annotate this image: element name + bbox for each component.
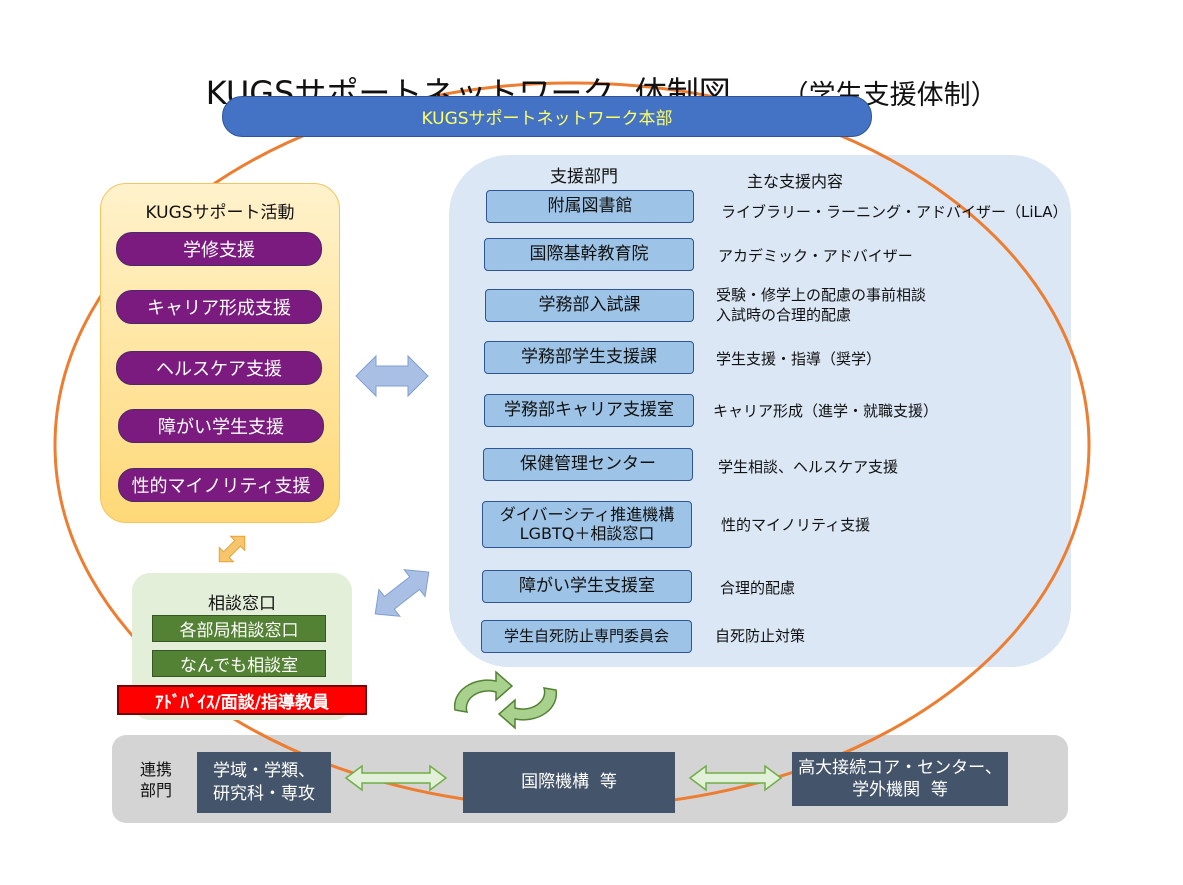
dept-diversity: ダイバーシティ推進機構 LGBTQ＋相談窓口 — [482, 501, 692, 548]
collaboration-label: 連携 部門 — [139, 760, 172, 800]
dept-student-support-content: 学生支援・指導（奨学） — [716, 350, 882, 368]
consultation-title: 相談窓口 — [208, 594, 276, 614]
collab-intl-org: 国際機構 等 — [463, 752, 675, 813]
dept-admissions: 学務部入試課 — [485, 289, 694, 322]
dept-intl-core-education: 国際基幹教育院 — [484, 238, 694, 271]
activity-disability-support: 障がい学生支援 — [118, 409, 324, 443]
activity-career-support: キャリア形成支援 — [116, 290, 322, 324]
departments-title: 支援部門 — [550, 167, 618, 187]
dept-suicide-prevention: 学生自死防止専門委員会 — [481, 620, 692, 653]
dept-suicide-prevention-content: 自死防止対策 — [715, 627, 806, 645]
collab-faculties: 学域・学類、 研究科・専攻 — [197, 752, 331, 813]
orange-double-arrow-icon — [218, 535, 246, 563]
dept-career-support: 学務部キャリア支援室 — [484, 394, 694, 427]
activity-learning-support: 学修支援 — [116, 232, 322, 266]
consult-general-room: なんでも相談室 — [152, 650, 326, 677]
dept-diversity-content: 性的マイノリティ支援 — [721, 516, 871, 534]
consult-department-desk: 各部局相談窓口 — [152, 615, 326, 642]
dept-student-support: 学務部学生支援課 — [484, 341, 694, 374]
support-activities-title: KUGSサポート活動 — [145, 203, 295, 223]
dept-health-center: 保健管理センター — [483, 448, 693, 481]
dept-library: 附属図書館 — [486, 190, 694, 223]
activity-healthcare-support: ヘルスケア支援 — [116, 351, 322, 385]
collab-external: 高大接続コア・センター、 学外機関 等 — [792, 752, 1008, 806]
content-title: 主な支援内容 — [747, 172, 844, 191]
headquarters-bar: KUGSサポートネットワーク本部 — [222, 96, 872, 137]
advisor-label: ｱﾄﾞﾊﾞｲｽ/面談/指導教員 — [117, 685, 367, 715]
diagonal-double-arrow-icon — [374, 569, 430, 617]
double-arrow-icon — [355, 354, 429, 398]
cycle-arrows-icon — [453, 670, 558, 730]
activity-sexual-minority-support: 性的マイノリティ支援 — [118, 468, 324, 502]
dept-health-center-content: 学生相談、ヘルスケア支援 — [718, 458, 899, 476]
dept-career-support-content: キャリア形成（進学・就職支援） — [713, 402, 939, 420]
dept-intl-core-education-content: アカデミック・アドバイザー — [718, 247, 913, 265]
dept-admissions-content: 受験・修学上の配慮の事前相談 入試時の合理的配慮 — [716, 286, 927, 325]
dept-disability-office-content: 合理的配慮 — [720, 579, 796, 597]
dept-library-content: ライブラリー・ラーニング・アドバイザー（LiLA） — [721, 203, 1068, 221]
dept-disability-office: 障がい学生支援室 — [482, 570, 692, 603]
